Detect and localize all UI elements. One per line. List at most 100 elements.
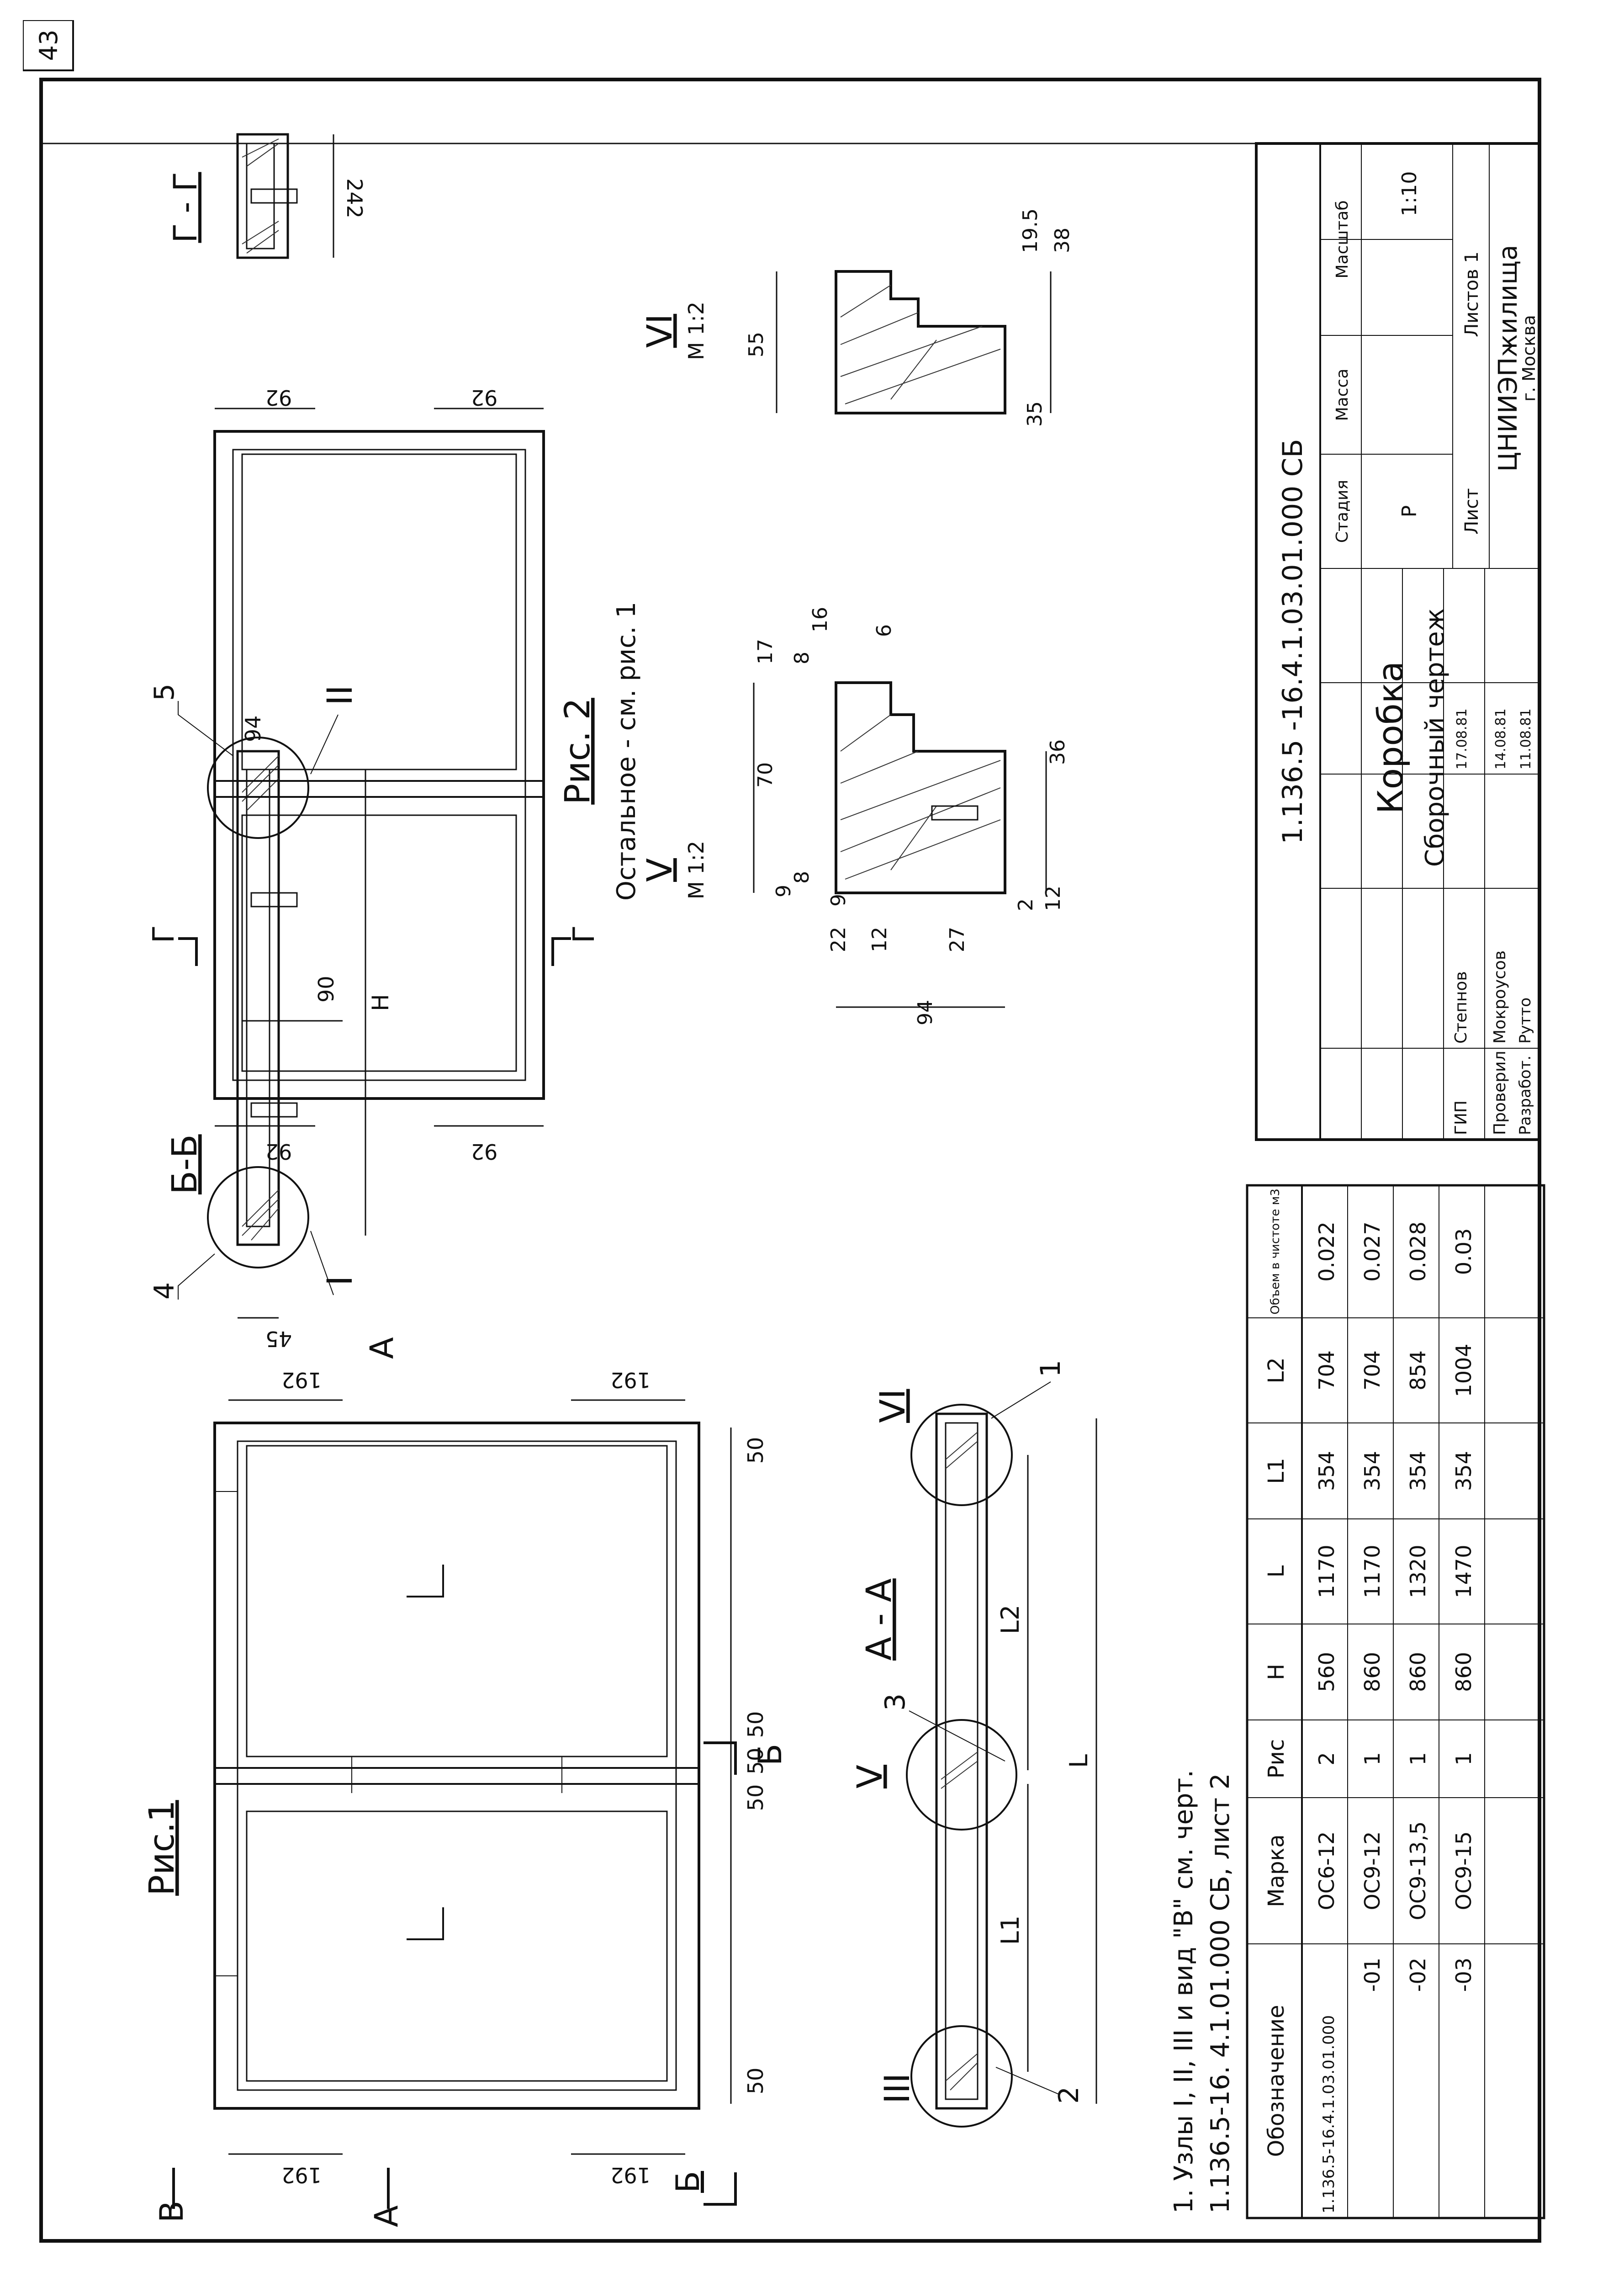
svg-text:50: 50 [743, 2068, 768, 2095]
svg-text:27: 27 [946, 927, 969, 952]
svg-text:Н: Н [367, 994, 394, 1011]
svg-text:0.028: 0.028 [1406, 1221, 1430, 1282]
svg-text:92: 92 [265, 385, 292, 410]
svg-text:55: 55 [745, 332, 768, 357]
svg-text:8: 8 [790, 652, 814, 664]
svg-text:1170: 1170 [1360, 1544, 1385, 1598]
svg-text:192: 192 [610, 2163, 651, 2187]
svg-text:ГИП: ГИП [1452, 1100, 1471, 1135]
figure2-frame [213, 430, 545, 1100]
svg-text:560: 560 [1314, 1652, 1339, 1692]
section-aa-labels: III V VI 1 2 3 [849, 1360, 1085, 2104]
svg-text:2: 2 [1014, 898, 1037, 911]
stage-label: Стадия [1333, 480, 1352, 543]
svg-text:Проверил: Проверил [1491, 1051, 1509, 1135]
svg-text:L: L [1064, 1754, 1093, 1768]
section-aa-profile [906, 1404, 1017, 2128]
spec-table-row: -03 ОС9-15 1 860 1470 354 1004 0.03 [1451, 1228, 1476, 1992]
doc-subname: Сборочный чертеж [1420, 608, 1450, 867]
org-city: г. Москва [1519, 315, 1539, 402]
svg-text:854: 854 [1406, 1350, 1430, 1390]
figure1-dims: 192 192 192 192 50 50 50 50 50 [228, 1368, 768, 2187]
figure1-section-markers: Б Б В А А [153, 1337, 789, 2227]
svg-text:92: 92 [265, 1139, 292, 1164]
svg-text:-01: -01 [1360, 1958, 1385, 1992]
col-volume: Объем в чистоте м3 [1269, 1189, 1282, 1315]
svg-text:192: 192 [281, 2163, 322, 2187]
svg-text:ОС9-13,5: ОС9-13,5 [1406, 1821, 1430, 1921]
detail-vi-dims: 55 19.5 38 35 [745, 208, 1074, 427]
svg-text:-03: -03 [1451, 1958, 1476, 1992]
doc-code: 1.136.5 -16.4.1.03.01.000 СБ [1277, 439, 1309, 844]
svg-text:192: 192 [610, 1368, 651, 1392]
svg-text:9: 9 [827, 894, 850, 907]
svg-text:1170: 1170 [1314, 1544, 1339, 1598]
svg-text:II: II [319, 685, 360, 706]
svg-text:354: 354 [1406, 1451, 1430, 1491]
svg-text:0.03: 0.03 [1451, 1228, 1476, 1275]
detail-v-dims: 70 17 8 8 9 16 6 36 2 12 27 12 22 94 9 [753, 607, 1069, 1025]
svg-text:92: 92 [471, 385, 498, 410]
svg-text:А: А [363, 1337, 401, 1359]
svg-text:16: 16 [809, 607, 832, 632]
svg-text:354: 354 [1451, 1451, 1476, 1491]
org-name: ЦНИИЭПжилища [1493, 245, 1523, 472]
figure1-frame [213, 1422, 700, 2110]
svg-text:VI: VI [872, 1389, 913, 1423]
svg-text:ОС9-12: ОС9-12 [1360, 1831, 1385, 1911]
page-number: 43 [34, 30, 63, 61]
svg-text:94: 94 [241, 715, 265, 742]
note-line-1: 1. Узлы I, II, III и вид "В" см. черт. [1169, 1770, 1199, 2213]
signature-row: ГИП Степнов 17.08.81 [1452, 708, 1471, 1135]
sheet-border [39, 78, 1541, 2243]
svg-text:V: V [849, 1765, 890, 1788]
note-line-2: 1.136.5-16. 4.1.01.000 СБ, лист 2 [1206, 1773, 1235, 2213]
svg-text:Рутто: Рутто [1516, 998, 1534, 1044]
scale-label: Масштаб [1333, 200, 1352, 278]
mass-label: Масса [1333, 369, 1352, 421]
svg-text:0.027: 0.027 [1360, 1221, 1385, 1282]
signature-row: Проверил Мокроусов 14.08.81 [1491, 708, 1509, 1135]
svg-text:5: 5 [148, 684, 180, 701]
svg-text:94: 94 [914, 1000, 937, 1025]
detail-vi-title: VI [639, 314, 680, 348]
figure2-subtitle: Остальное - см. рис. 1 [612, 602, 641, 901]
svg-text:3: 3 [879, 1693, 911, 1711]
signature-row: Разработ. Рутто 11.08.81 [1516, 708, 1534, 1135]
detail-vi-scale: М 1:2 [684, 302, 709, 360]
svg-text:1: 1 [1406, 1752, 1430, 1765]
figure2-dims: 92 92 92 92 Г Г [147, 385, 601, 1164]
section-gg-title: Г - Г [167, 172, 204, 243]
svg-text:12: 12 [1042, 886, 1065, 911]
svg-text:12: 12 [868, 927, 891, 952]
svg-text:860: 860 [1360, 1652, 1385, 1692]
section-gg-profile: 242 [236, 133, 367, 259]
col-h: Н [1264, 1664, 1289, 1680]
svg-text:ОС9-15: ОС9-15 [1451, 1831, 1476, 1911]
svg-text:1004: 1004 [1451, 1343, 1476, 1397]
figure1-title: Рис.1 [141, 1800, 182, 1896]
svg-text:ОС6-12: ОС6-12 [1314, 1831, 1339, 1911]
svg-text:-02: -02 [1406, 1958, 1430, 1992]
svg-text:50: 50 [743, 1784, 768, 1811]
svg-text:Мокроусов: Мокроусов [1491, 950, 1509, 1044]
svg-text:6: 6 [873, 624, 896, 637]
rotated-drawing: 43 Рис.1 192 192 192 192 50 50 50 50 50 … [22, 19, 1599, 2259]
spec-table-row: -01 ОС9-12 1 860 1170 354 704 0.027 [1360, 1221, 1385, 1992]
svg-text:В: В [153, 2201, 190, 2223]
col-fig: Рис [1264, 1739, 1289, 1779]
svg-text:19.5: 19.5 [1019, 208, 1042, 253]
col-l1: L1 [1264, 1458, 1289, 1484]
stage-value: Р [1398, 505, 1421, 518]
spec-table: Обозначение Марка Рис Н L L1 L2 Объем в … [1246, 1184, 1545, 2219]
svg-text:Г: Г [567, 925, 601, 943]
svg-text:45: 45 [265, 1327, 292, 1351]
col-designation: Обозначение [1264, 2005, 1289, 2157]
svg-text:I: I [319, 1276, 360, 1286]
svg-text:50: 50 [743, 1748, 768, 1775]
svg-text:704: 704 [1360, 1350, 1385, 1390]
svg-text:Г: Г [147, 925, 181, 943]
title-block [1255, 142, 1541, 1141]
col-l: L [1264, 1565, 1289, 1577]
